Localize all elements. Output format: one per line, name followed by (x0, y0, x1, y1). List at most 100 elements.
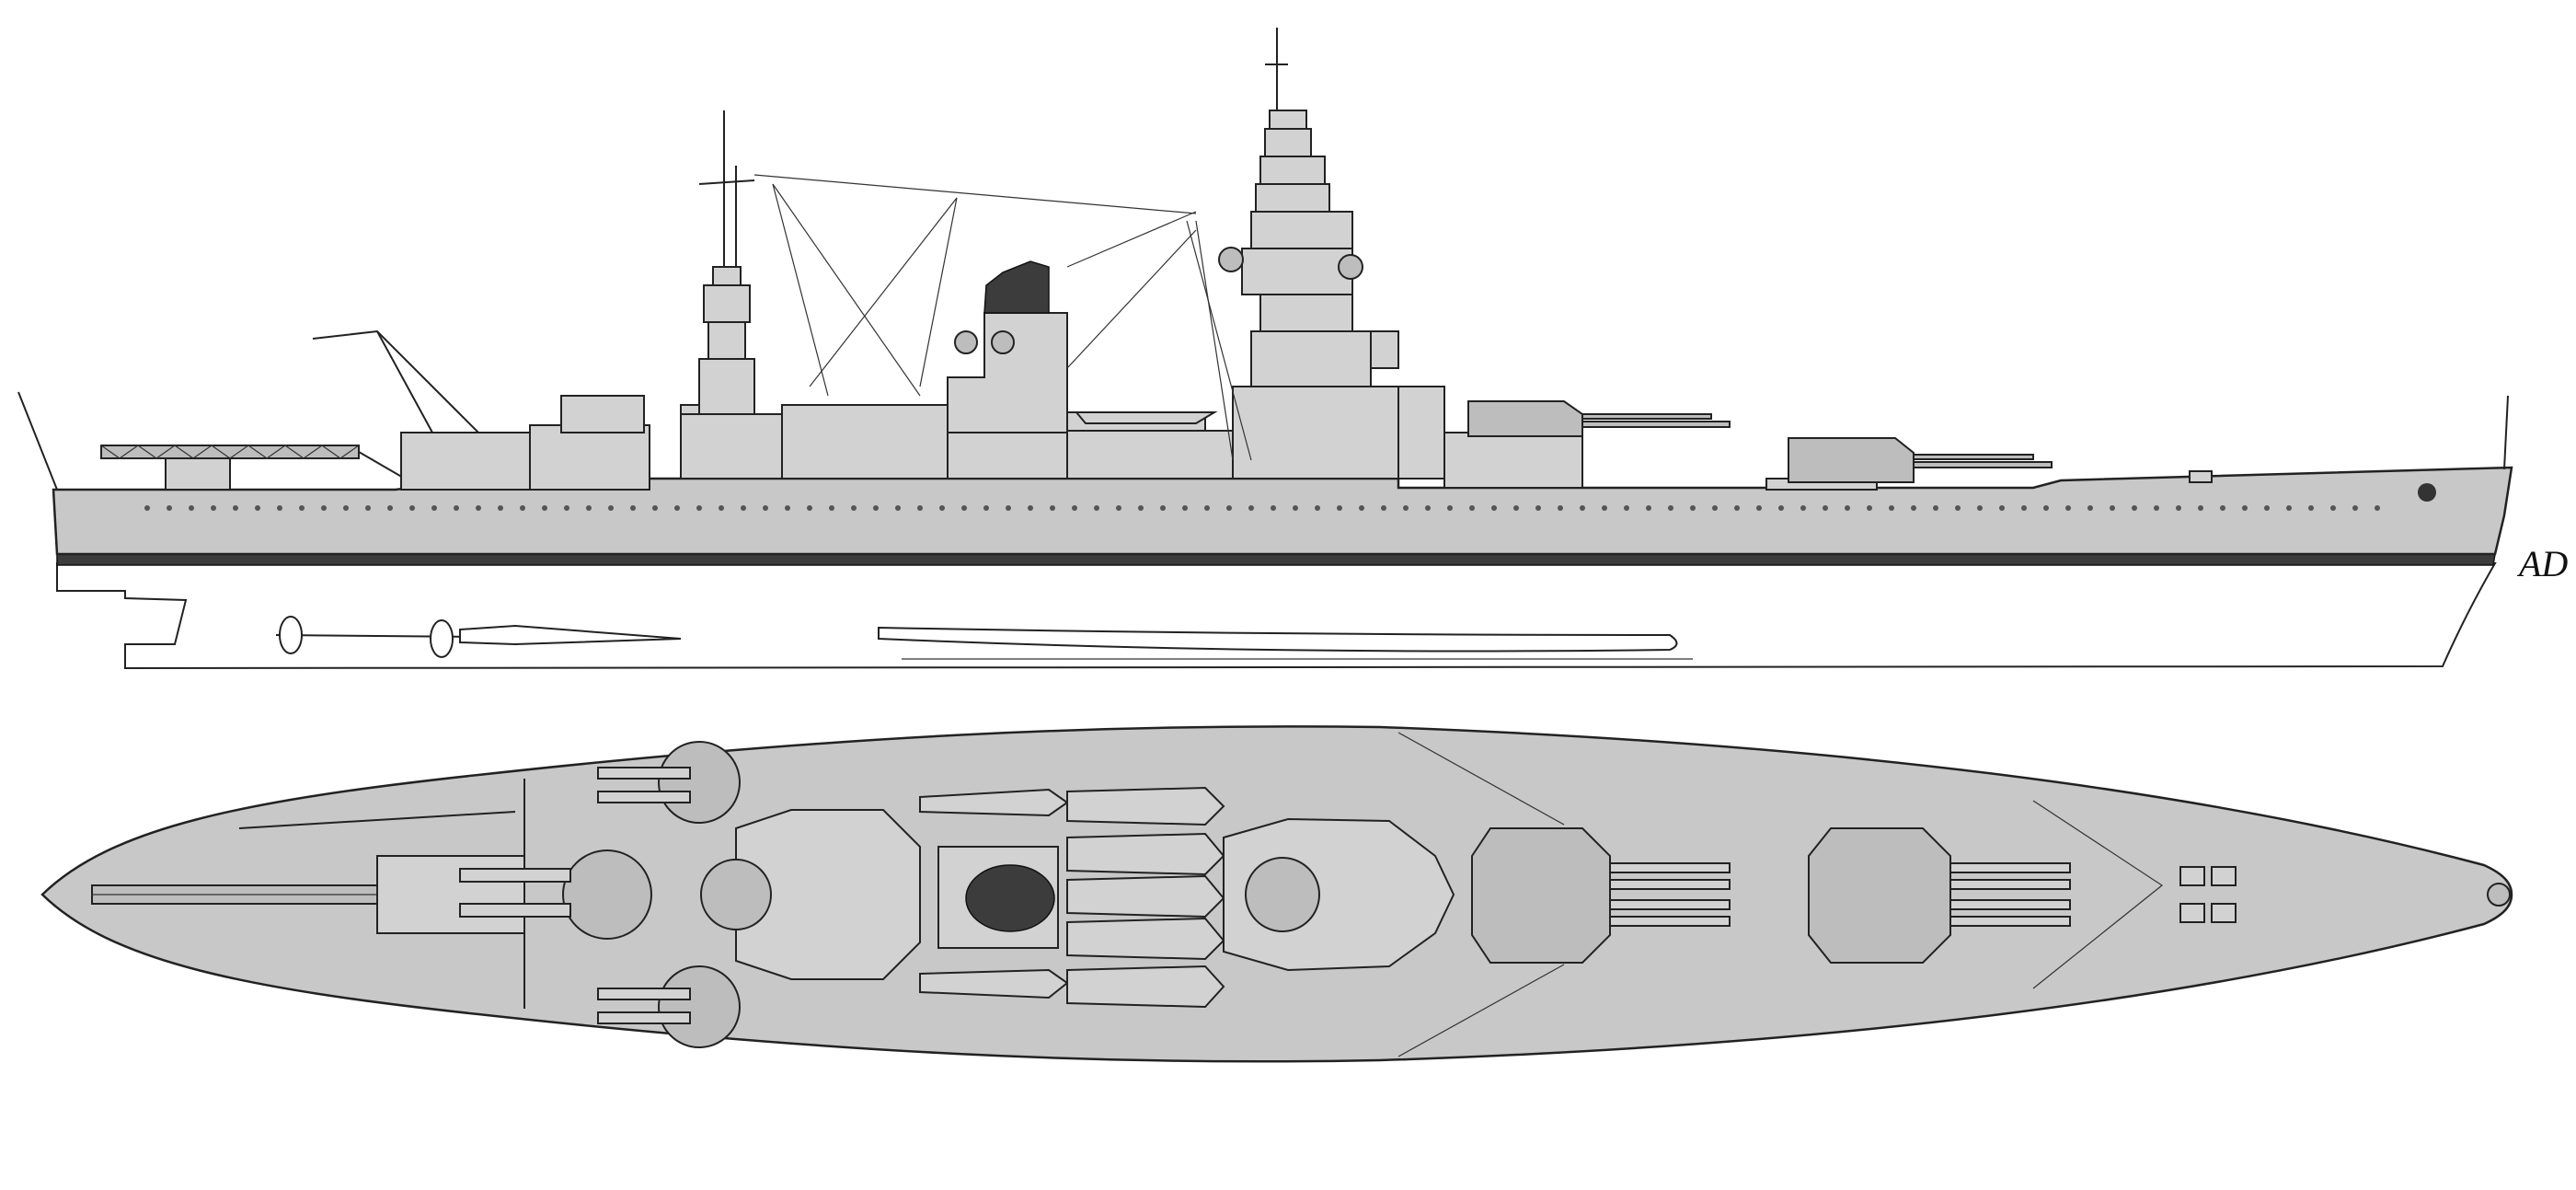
porthole (873, 505, 879, 511)
porthole (454, 505, 459, 511)
porthole (2198, 505, 2203, 511)
porthole (1933, 505, 1938, 511)
porthole (365, 505, 371, 511)
porthole (144, 505, 150, 511)
turret-2 (1443, 400, 1731, 489)
porthole (1337, 505, 1342, 511)
propellers-shafts (275, 616, 682, 658)
porthole (1712, 505, 1718, 511)
plan-boats (919, 786, 1225, 1009)
porthole (2021, 505, 2027, 511)
porthole (1403, 505, 1409, 511)
porthole-row (144, 505, 2380, 511)
porthole (2375, 505, 2380, 511)
porthole (476, 505, 481, 511)
porthole (233, 505, 238, 511)
porthole (1624, 505, 1629, 511)
porthole (1359, 505, 1364, 511)
porthole (983, 505, 989, 511)
porthole (652, 505, 658, 511)
porthole (1315, 505, 1320, 511)
stern-flagstaff (17, 391, 58, 491)
porthole (255, 505, 260, 511)
porthole (211, 505, 216, 511)
porthole (1955, 505, 1961, 511)
forward-deck-hatch (2189, 470, 2213, 483)
porthole (1050, 505, 1055, 511)
porthole (564, 505, 569, 511)
porthole (2087, 505, 2093, 511)
porthole (741, 505, 746, 511)
porthole (961, 505, 967, 511)
plan-turret-2 (1471, 827, 1731, 964)
plan-secondary-turret-aft (459, 849, 652, 940)
plan-turret-1 (1808, 827, 2071, 964)
porthole (674, 505, 680, 511)
porthole (829, 505, 834, 511)
porthole (277, 505, 282, 511)
porthole (895, 505, 901, 511)
porthole (2065, 505, 2071, 511)
porthole (2242, 505, 2248, 511)
plan-funnel (937, 846, 1059, 949)
porthole (1491, 505, 1497, 511)
porthole (2176, 505, 2181, 511)
porthole (1028, 505, 1033, 511)
porthole (2110, 505, 2115, 511)
plan-bow-fittings (2179, 866, 2511, 923)
plan-forward-director (1245, 857, 1320, 932)
porthole (1271, 505, 1276, 511)
porthole (1293, 505, 1298, 511)
porthole (409, 505, 415, 511)
porthole (167, 505, 172, 511)
porthole (321, 505, 327, 511)
forward-tower (1186, 28, 1445, 479)
porthole (189, 505, 194, 511)
funnel (947, 260, 1077, 479)
porthole (1977, 505, 1983, 511)
porthole (1734, 505, 1740, 511)
plan-secondary-turrets-lower (597, 965, 741, 1048)
porthole (387, 505, 393, 511)
porthole (1006, 505, 1011, 511)
plan-forward-superstructure (1223, 817, 1455, 972)
bilge-keel (878, 626, 1693, 660)
hawse-pipe (2418, 483, 2436, 502)
porthole (630, 505, 636, 511)
porthole (917, 505, 923, 511)
porthole (719, 505, 724, 511)
porthole (498, 505, 503, 511)
porthole (2132, 505, 2137, 511)
porthole (1889, 505, 1894, 511)
signature: AD (2516, 543, 2568, 584)
plan-secondary-turrets-upper (597, 741, 741, 824)
porthole (1381, 505, 1386, 511)
porthole (1138, 505, 1144, 511)
plan-aft-director (700, 859, 772, 930)
porthole (785, 505, 790, 511)
porthole (1160, 505, 1166, 511)
porthole (2154, 505, 2159, 511)
boat-deck (1066, 211, 1252, 479)
turret-1 (1765, 437, 2053, 491)
plan-aft-superstructure (735, 809, 921, 980)
side-boot-topping (56, 553, 2496, 566)
porthole (2330, 505, 2336, 511)
porthole (1094, 505, 1099, 511)
porthole (1513, 505, 1519, 511)
porthole (1535, 505, 1541, 511)
porthole (1845, 505, 1850, 511)
porthole (299, 505, 305, 511)
porthole (542, 505, 547, 511)
bow-jackstaff (2503, 395, 2509, 470)
side-profile-view (17, 28, 2513, 670)
porthole (1999, 505, 2005, 511)
plan-top-view (40, 725, 2513, 1063)
porthole (763, 505, 768, 511)
porthole (2043, 505, 2049, 511)
porthole (2220, 505, 2225, 511)
aircraft-crane (100, 329, 479, 491)
porthole (1447, 505, 1453, 511)
porthole (1823, 505, 1828, 511)
